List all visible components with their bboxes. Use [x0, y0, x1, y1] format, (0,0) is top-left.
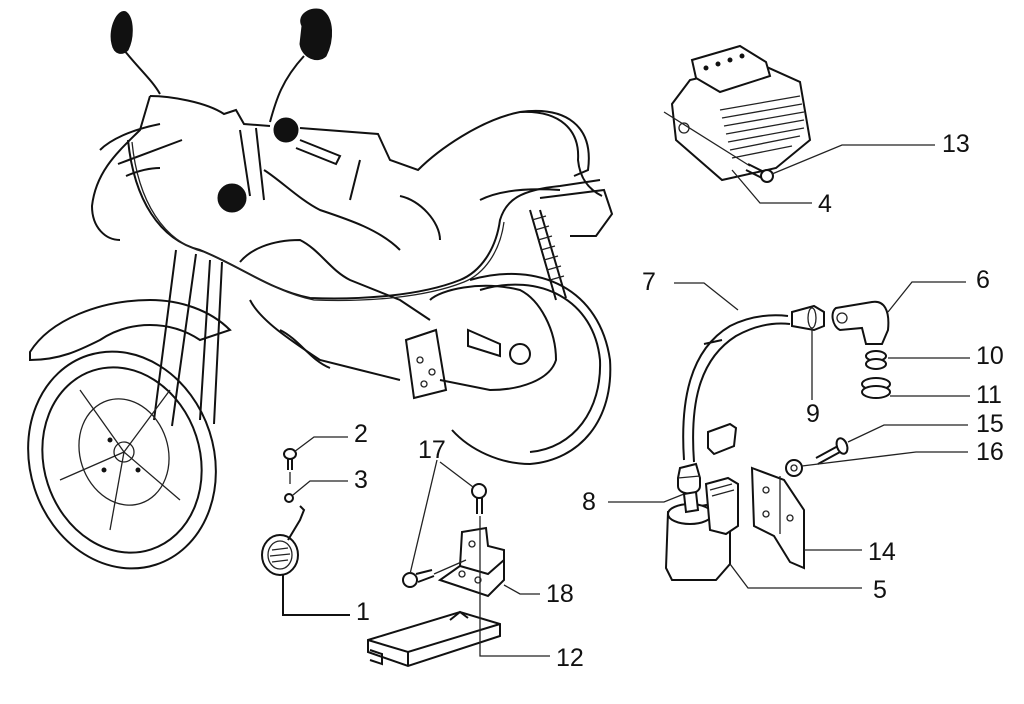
- part-5-ignition-coil: [664, 476, 862, 589]
- right-mirror-icon: [299, 8, 332, 60]
- handlebar-grip-icon: [273, 117, 299, 143]
- part-label-6: 6: [976, 266, 990, 294]
- part-label-5: 5: [873, 576, 887, 604]
- part-3-nut: [284, 480, 348, 503]
- part-label-9: 9: [806, 400, 820, 428]
- part-15-screw: [815, 424, 968, 465]
- part-16-washer: [785, 451, 968, 477]
- part-7-ht-lead: [674, 282, 791, 463]
- part-label-7: 7: [642, 268, 656, 296]
- part-8-boot: [608, 422, 738, 503]
- part-label-18: 18: [546, 580, 574, 608]
- part-14-mounting-plate: [750, 466, 862, 570]
- front-wheel-icon: [27, 350, 217, 570]
- rear-shock-icon: [529, 209, 567, 301]
- part-6-spark-plug-cap: [831, 281, 966, 345]
- part-label-3: 3: [354, 466, 368, 494]
- part-label-17: 17: [418, 436, 446, 464]
- part-label-14: 14: [868, 538, 896, 566]
- part-17-screws: [402, 459, 487, 620]
- left-mirror-icon: [110, 11, 133, 54]
- part-9-connector: [791, 304, 825, 400]
- part-label-16: 16: [976, 438, 1004, 466]
- part-label-12: 12: [556, 644, 584, 672]
- motorcycle-illustration: [27, 8, 614, 570]
- part-11-seal-ring: [861, 377, 970, 399]
- part-label-13: 13: [942, 130, 970, 158]
- voltage-regulator: [663, 44, 812, 182]
- part-1-side-light: [261, 505, 350, 616]
- part-13-screw: [745, 144, 935, 183]
- part-12-ecu: [367, 610, 550, 668]
- part-label-15: 15: [976, 410, 1004, 438]
- part-18-ecu-bracket: [437, 526, 540, 598]
- part-2-screw: [283, 436, 348, 484]
- part-label-11: 11: [976, 381, 1002, 409]
- part-label-10: 10: [976, 342, 1004, 370]
- part-label-1: 1: [356, 598, 370, 626]
- part-label-2: 2: [354, 420, 368, 448]
- part-4-leader: [731, 169, 812, 204]
- part-label-8: 8: [582, 488, 596, 516]
- part-10-seal-ring: [865, 350, 970, 370]
- part-label-4: 4: [818, 190, 832, 218]
